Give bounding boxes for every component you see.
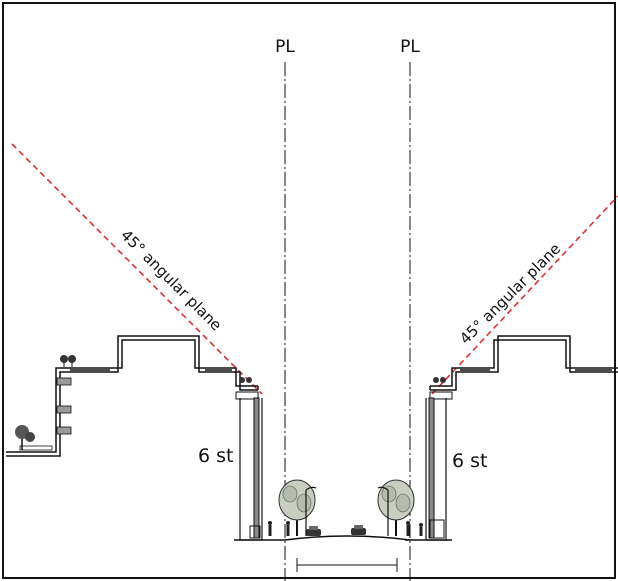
right-building-section [429, 335, 618, 391]
pl-label-right: PL [400, 37, 420, 57]
left-facade-windows [19, 377, 72, 451]
angular-plane-left [11, 143, 263, 395]
car-icon-right [351, 525, 366, 535]
height-label-right: 6 st [452, 450, 487, 472]
streetlight-icon-right [377, 486, 389, 536]
rooftop-tree-icons [15, 355, 446, 450]
pl-label-left: PL [275, 37, 295, 57]
left-streetwall [234, 391, 285, 541]
tree-icon-right [377, 479, 415, 536]
streetlight-icon-left [305, 486, 317, 536]
right-streetwall [405, 391, 453, 541]
height-label-left: 6 st [198, 445, 233, 467]
street-surface [284, 535, 411, 572]
car-icon-left [306, 526, 321, 536]
angular-plane-right [431, 195, 618, 395]
pedestrian-icons [268, 521, 423, 536]
